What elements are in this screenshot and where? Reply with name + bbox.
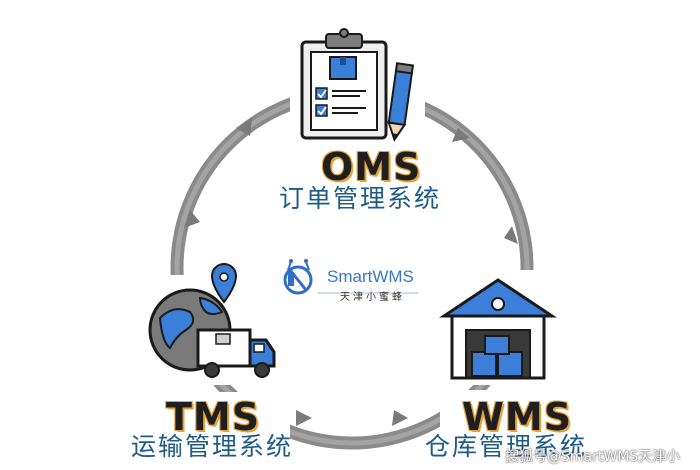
cycle-arrows (184, 118, 518, 426)
globe-truck-icon (148, 263, 276, 378)
tms-abbr: TMS (166, 395, 261, 439)
bee-logo-icon (283, 259, 418, 295)
oms-abbr: OMS (321, 145, 422, 189)
warehouse-icon (439, 278, 557, 380)
wms-abbr: WMS (462, 395, 573, 439)
brand-name: SmartWMS (327, 267, 414, 286)
arrow-right-mid (504, 226, 518, 244)
tms-name: 运输管理系统 (131, 432, 294, 461)
wms-name: 仓库管理系统 (425, 432, 588, 461)
arrow-bottom-right (392, 410, 408, 426)
arrow-left-upper (184, 210, 200, 228)
clipboard-checklist-icon (300, 28, 415, 142)
watermark: 搜狐号@SmartWMS天津小 (505, 449, 681, 465)
arrow-bottom-left (296, 410, 312, 426)
oms-name: 订单管理系统 (279, 184, 442, 213)
brand-subtitle: 天津小蜜蜂 (340, 292, 405, 303)
arrow-top-left (236, 118, 252, 136)
arrow-right-upper (452, 128, 470, 142)
